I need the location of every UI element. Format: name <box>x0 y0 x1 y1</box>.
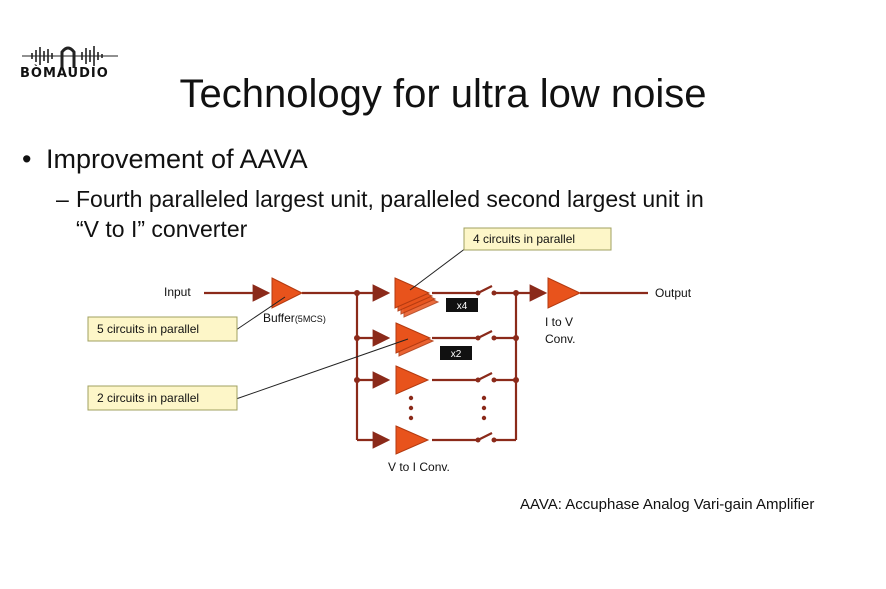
slide-title: Technology for ultra low noise <box>179 72 707 116</box>
buffer-label-main: Buffer <box>263 311 295 325</box>
logo-text: BÒMAUDIO <box>20 66 109 81</box>
buffer-label-sub: (5MCS) <box>295 314 326 324</box>
buffer-label: Buffer(5MCS) <box>263 311 326 325</box>
sub-bullet-line-1: Fourth paralleled largest unit, parallel… <box>76 186 704 212</box>
output-label: Output <box>655 286 692 300</box>
amplifiers <box>271 277 582 455</box>
callout-5-box <box>87 316 238 342</box>
signal-wires <box>204 284 648 449</box>
brand-logo: BÒMAUDIO <box>18 44 128 84</box>
x4-tag <box>446 298 478 312</box>
itov-label-2: Conv. <box>545 332 575 346</box>
callout-5-text: 5 circuits in parallel <box>97 322 199 336</box>
vtoi-amp-icon <box>395 365 430 395</box>
bullet-dot-icon: • <box>22 144 32 174</box>
callout-leaders <box>235 247 467 400</box>
itov-amp-icon <box>547 277 582 309</box>
x2-tag-text: x2 <box>451 349 462 360</box>
x4-tag-text: x4 <box>457 301 468 312</box>
junction-dots <box>354 290 519 443</box>
vtoi-label: V to I Conv. <box>388 460 450 474</box>
callout-2-box <box>87 385 238 411</box>
vtoi-amp-icon <box>394 277 431 309</box>
itov-label-1: I to V <box>545 315 573 329</box>
input-label: Input <box>164 285 191 299</box>
callout-2-text: 2 circuits in parallel <box>97 391 199 405</box>
dash-icon: – <box>56 186 69 212</box>
vtoi-amp-icon <box>395 425 430 455</box>
vtoi-amp-icon <box>395 322 432 354</box>
footnote: AAVA: Accuphase Analog Vari-gain Amplifi… <box>520 496 815 513</box>
bullet-1-text: Improvement of AAVA <box>46 144 308 174</box>
x2-tag <box>440 346 472 360</box>
callout-4-text: 4 circuits in parallel <box>473 232 575 246</box>
bullet-improvement: • Improvement of AAVA <box>22 144 308 175</box>
waveform-icon <box>22 46 118 68</box>
sub-bullet-line-2: “V to I” converter <box>76 216 248 242</box>
sub-bullet: –Fourth paralleled largest unit, paralle… <box>56 184 856 244</box>
callout-4-box <box>463 227 612 251</box>
buffer-amp-icon <box>271 277 304 309</box>
